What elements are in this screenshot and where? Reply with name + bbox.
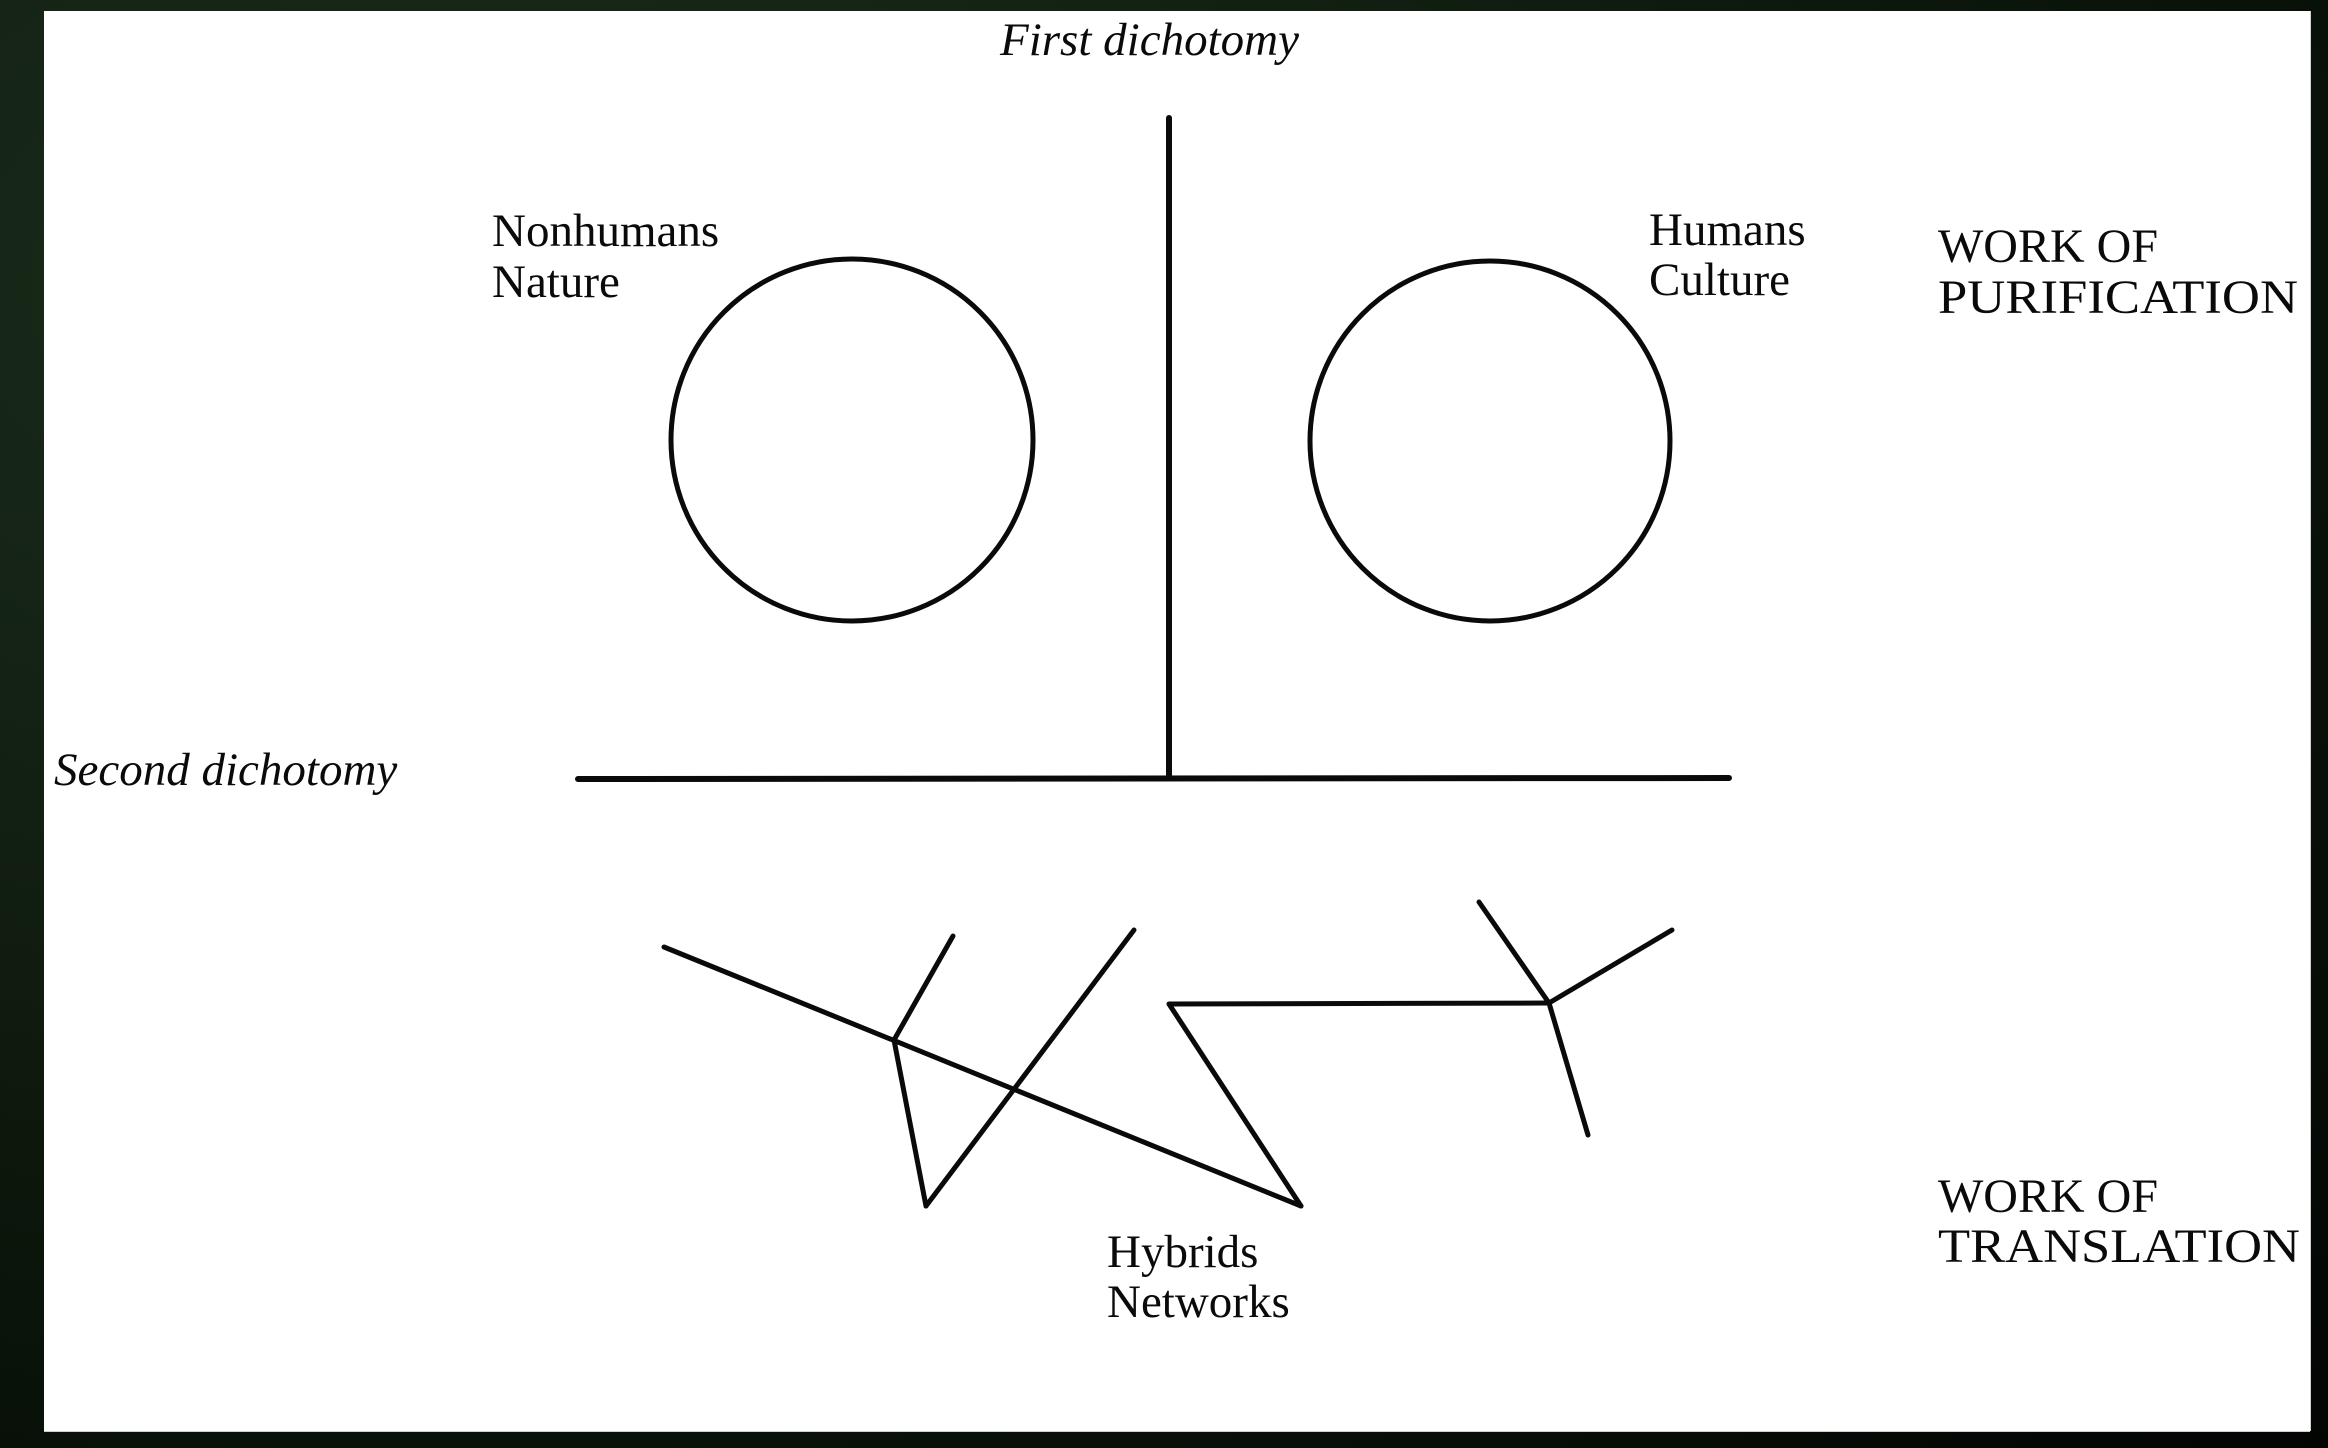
network-edge — [891, 933, 956, 1043]
second-dichotomy-label: Second dichotomy — [54, 744, 397, 796]
second-dichotomy-line — [575, 775, 1732, 782]
hybrid-network — [661, 899, 1675, 1209]
work-of-purification-line2: PURIFICATION — [1938, 271, 2298, 324]
work-of-translation-line2: TRANSLATION — [1938, 1220, 2300, 1273]
network-edge — [661, 944, 1304, 1209]
culture-label: Culture — [1649, 254, 1790, 306]
hybrids-label: Hybrids — [1107, 1226, 1258, 1278]
nature-label: Nature — [492, 256, 620, 308]
network-edge — [1546, 1000, 1591, 1138]
first-dichotomy-label: First dichotomy — [999, 14, 1299, 66]
diagram-page — [44, 11, 2310, 1431]
work-of-translation-line1: WORK OF — [1938, 1170, 2158, 1223]
network-edge — [891, 1037, 929, 1209]
humans-label: Humans — [1649, 204, 1806, 256]
nonhumans-circle — [668, 256, 1036, 624]
network-edge — [923, 927, 1137, 1209]
network-edge — [1476, 899, 1552, 1006]
humans-circle — [1307, 258, 1673, 624]
nonhumans-label: Nonhumans — [492, 205, 719, 257]
work-of-purification-line1: WORK OF — [1938, 220, 2158, 273]
networks-label: Networks — [1107, 1276, 1290, 1328]
network-edge — [1166, 1000, 1552, 1209]
network-edge — [1546, 927, 1675, 1006]
